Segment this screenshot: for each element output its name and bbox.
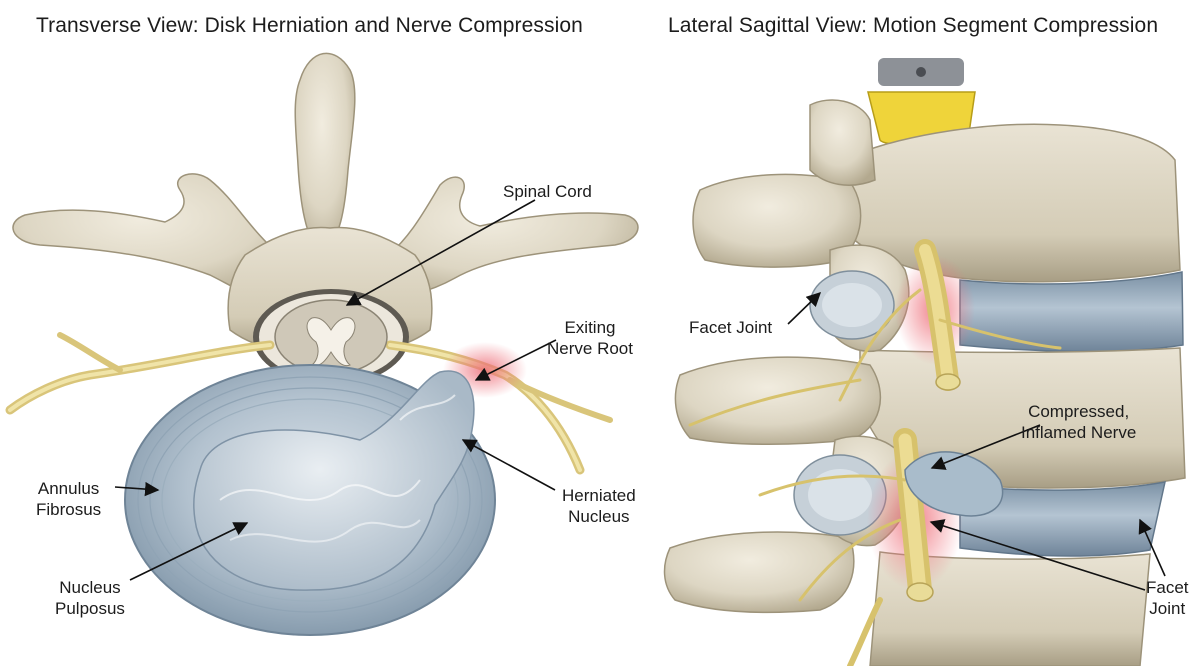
label-exiting-nerve-root: Exiting Nerve Root xyxy=(547,318,633,358)
spinal-cord xyxy=(274,299,388,375)
left-panel-title: Transverse View: Disk Herniation and Ner… xyxy=(36,14,583,37)
label-nucleus-pulposus: Nucleus Pulposus xyxy=(55,578,125,618)
leader-arrows xyxy=(114,199,1166,591)
label-facet-joint-lower: Facet Joint xyxy=(1146,578,1189,618)
label-spinal-cord: Spinal Cord xyxy=(503,182,592,201)
lateral-disc-bulge xyxy=(904,451,1004,517)
label-facet-joint-upper: Facet Joint xyxy=(689,318,773,337)
label-compressed-nerve: Compressed, Inflamed Nerve xyxy=(1021,402,1137,442)
label-herniated-nucleus: Herniated Nucleus xyxy=(562,486,636,526)
right-panel-title: Lateral Sagittal View: Motion Segment Co… xyxy=(668,14,1159,37)
lateral-nerve-roots xyxy=(688,239,1062,666)
label-annulus-fibrosus: Annulus Fibrosus xyxy=(36,479,102,519)
transverse-disc xyxy=(124,364,496,636)
